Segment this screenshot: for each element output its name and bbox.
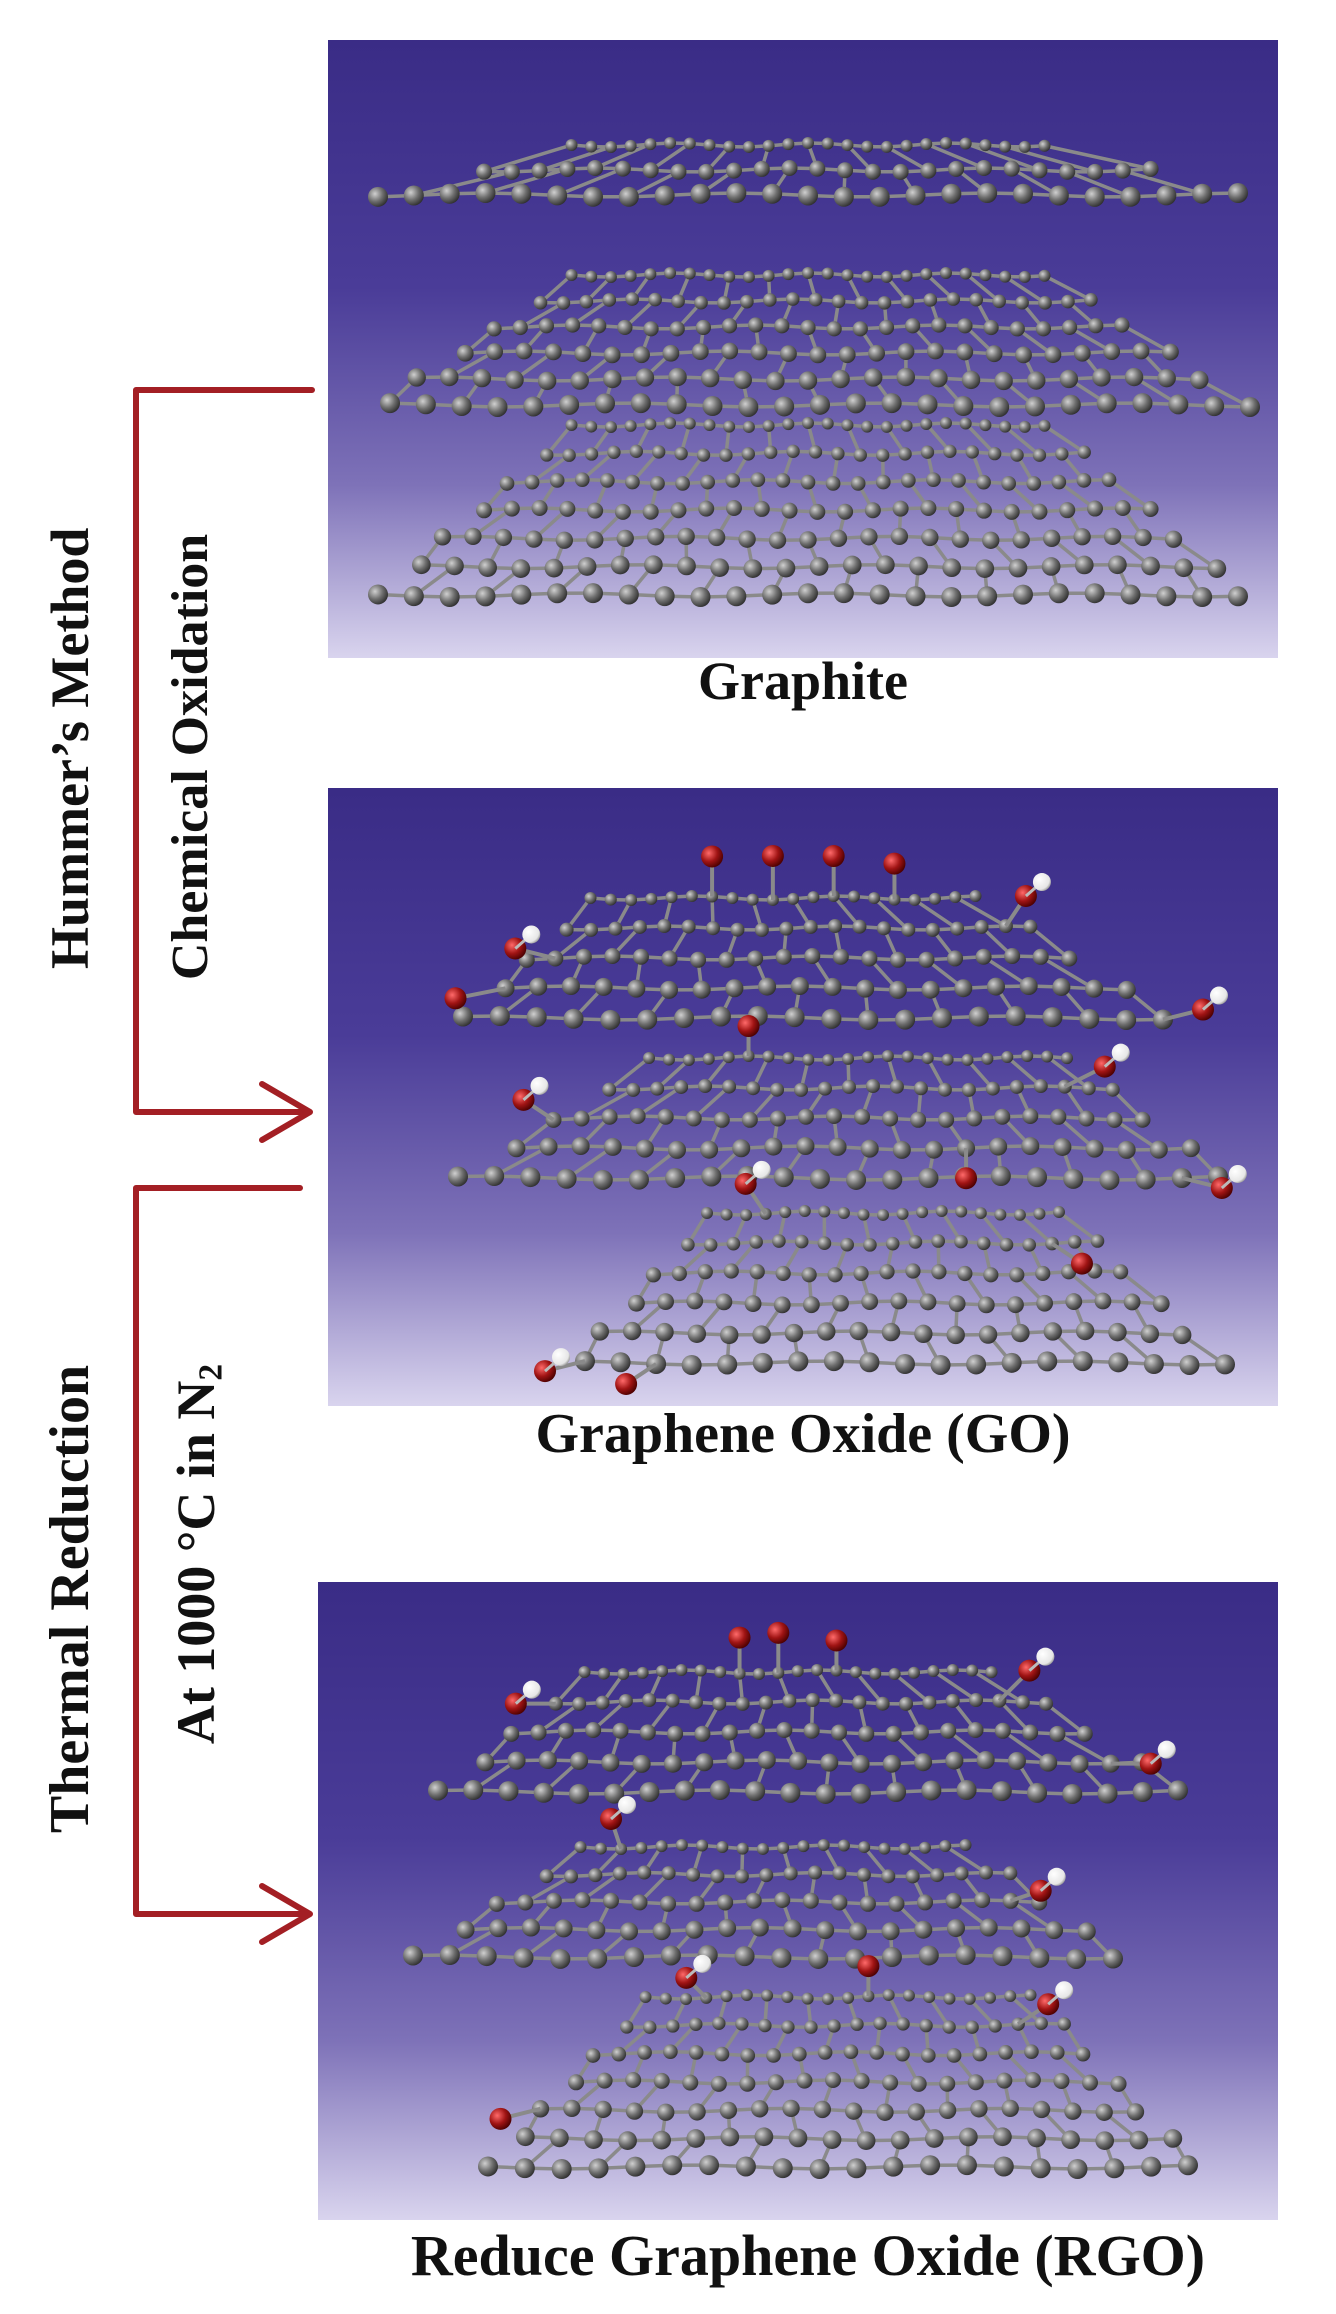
go-layer-bottom (575, 1205, 1235, 1375)
graphite-caption: Graphite (698, 651, 908, 711)
go-functional-groups-middle (512, 1015, 1247, 1199)
rgo-layer-bottom (478, 1989, 1198, 2179)
graphene-oxide-caption: Graphene Oxide (GO) (535, 1403, 1071, 1465)
reduced-graphene-oxide-structure (403, 1621, 1198, 2179)
rgo-functional-groups-middle (600, 1795, 1066, 1903)
go-functional-groups-bottom (534, 1160, 1093, 1395)
graphite-panel (328, 40, 1278, 658)
chemical-oxidation-label: Chemical Oxidation (162, 533, 219, 981)
reduction-arrow (133, 1185, 313, 1945)
thermal-reduction-label: Thermal Reduction (39, 1364, 101, 1834)
reduced-graphene-oxide-panel (318, 1582, 1278, 2220)
reduction-condition-label: At 1000 °C in N2 (166, 1363, 230, 1745)
hummers-method-label: Hummer’s Method (40, 527, 100, 969)
oxidation-arrow (133, 387, 315, 1143)
graphite-structure (368, 137, 1260, 607)
rgo-layer-middle (403, 1839, 1123, 1969)
graphene-oxide-panel (328, 788, 1278, 1406)
graphite-layer-middle (380, 267, 1260, 417)
go-functional-groups-top (444, 844, 1228, 1022)
graphite-layer-top (368, 137, 1248, 207)
rgo-functional-groups-top (504, 1621, 1176, 1775)
rgo-layer-top (428, 1664, 1188, 1804)
reduced-graphene-oxide-caption: Reduce Graphene Oxide (RGO) (410, 2223, 1206, 2288)
graphene-oxide-structure (444, 844, 1247, 1395)
graphite-layer-bottom (368, 417, 1248, 607)
go-layer-middle (448, 1050, 1228, 1190)
go-layer-top (453, 890, 1173, 1030)
rgo-functional-groups-bottom (489, 1954, 1074, 2130)
